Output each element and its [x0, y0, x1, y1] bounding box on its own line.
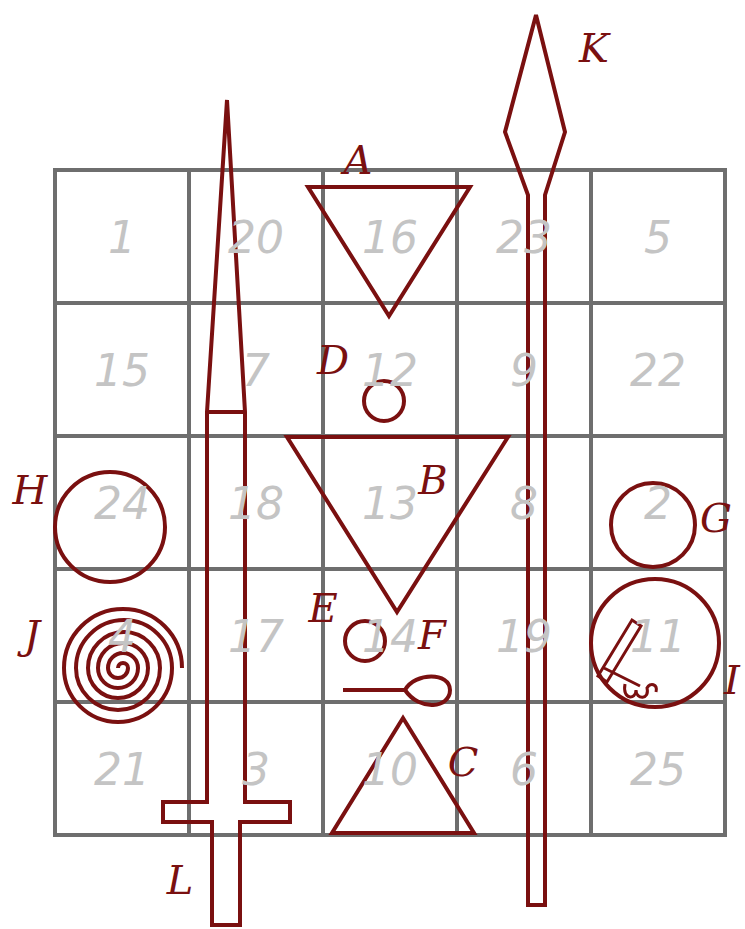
- symbol-letter: K: [579, 28, 609, 68]
- cell-number: 4: [108, 615, 136, 659]
- triangle-down: [308, 187, 470, 316]
- cell-number: 10: [362, 748, 418, 792]
- cell-number: 16: [362, 216, 418, 260]
- teardrop-symbol: [343, 677, 450, 706]
- cell-number: 19: [496, 615, 552, 659]
- cell-number: 9: [510, 349, 538, 393]
- circle: [611, 483, 695, 567]
- cell-number: 1: [108, 216, 136, 260]
- cell-number: 25: [630, 748, 686, 792]
- cell-number: 20: [228, 216, 284, 260]
- symbol-letter: L: [167, 860, 194, 900]
- large-circle: [55, 472, 165, 582]
- sword-symbol: [163, 100, 290, 925]
- cell-number: 17: [228, 615, 284, 659]
- cell-number: 8: [510, 482, 538, 526]
- cell-number: 7: [242, 349, 270, 393]
- symbol-letter: A: [344, 140, 373, 180]
- cell-number: 3: [242, 748, 270, 792]
- symbol-letter: G: [700, 498, 732, 538]
- symbol-letter: H: [13, 470, 48, 510]
- grid: [55, 170, 725, 835]
- cell-number: 18: [228, 482, 284, 526]
- spear-symbol: [505, 15, 565, 905]
- sealed-circle: [591, 579, 719, 707]
- cell-number: 6: [510, 748, 538, 792]
- symbol-letter: F: [418, 615, 446, 655]
- cell-number: 15: [94, 349, 150, 393]
- cell-number: 22: [630, 349, 686, 393]
- cell-number: 13: [362, 482, 418, 526]
- triangle-down: [287, 437, 508, 612]
- cell-number: 14: [362, 615, 418, 659]
- symbol-letter: J: [24, 615, 40, 655]
- sword-blade-line: [207, 410, 245, 414]
- symbol-letter: D: [317, 340, 349, 380]
- cell-number: 12: [362, 349, 418, 393]
- cell-number: 2: [644, 482, 672, 526]
- symbol-letter: I: [724, 660, 740, 700]
- symbol-letter: B: [418, 460, 447, 500]
- spiral-symbol: [64, 609, 182, 722]
- cell-number: 24: [94, 482, 150, 526]
- cell-number: 5: [644, 216, 672, 260]
- cell-number: 21: [94, 748, 150, 792]
- cell-number: 23: [496, 216, 552, 260]
- symbol-letter: E: [308, 588, 337, 628]
- cell-number: 11: [630, 615, 686, 659]
- symbol-letter: C: [448, 742, 479, 782]
